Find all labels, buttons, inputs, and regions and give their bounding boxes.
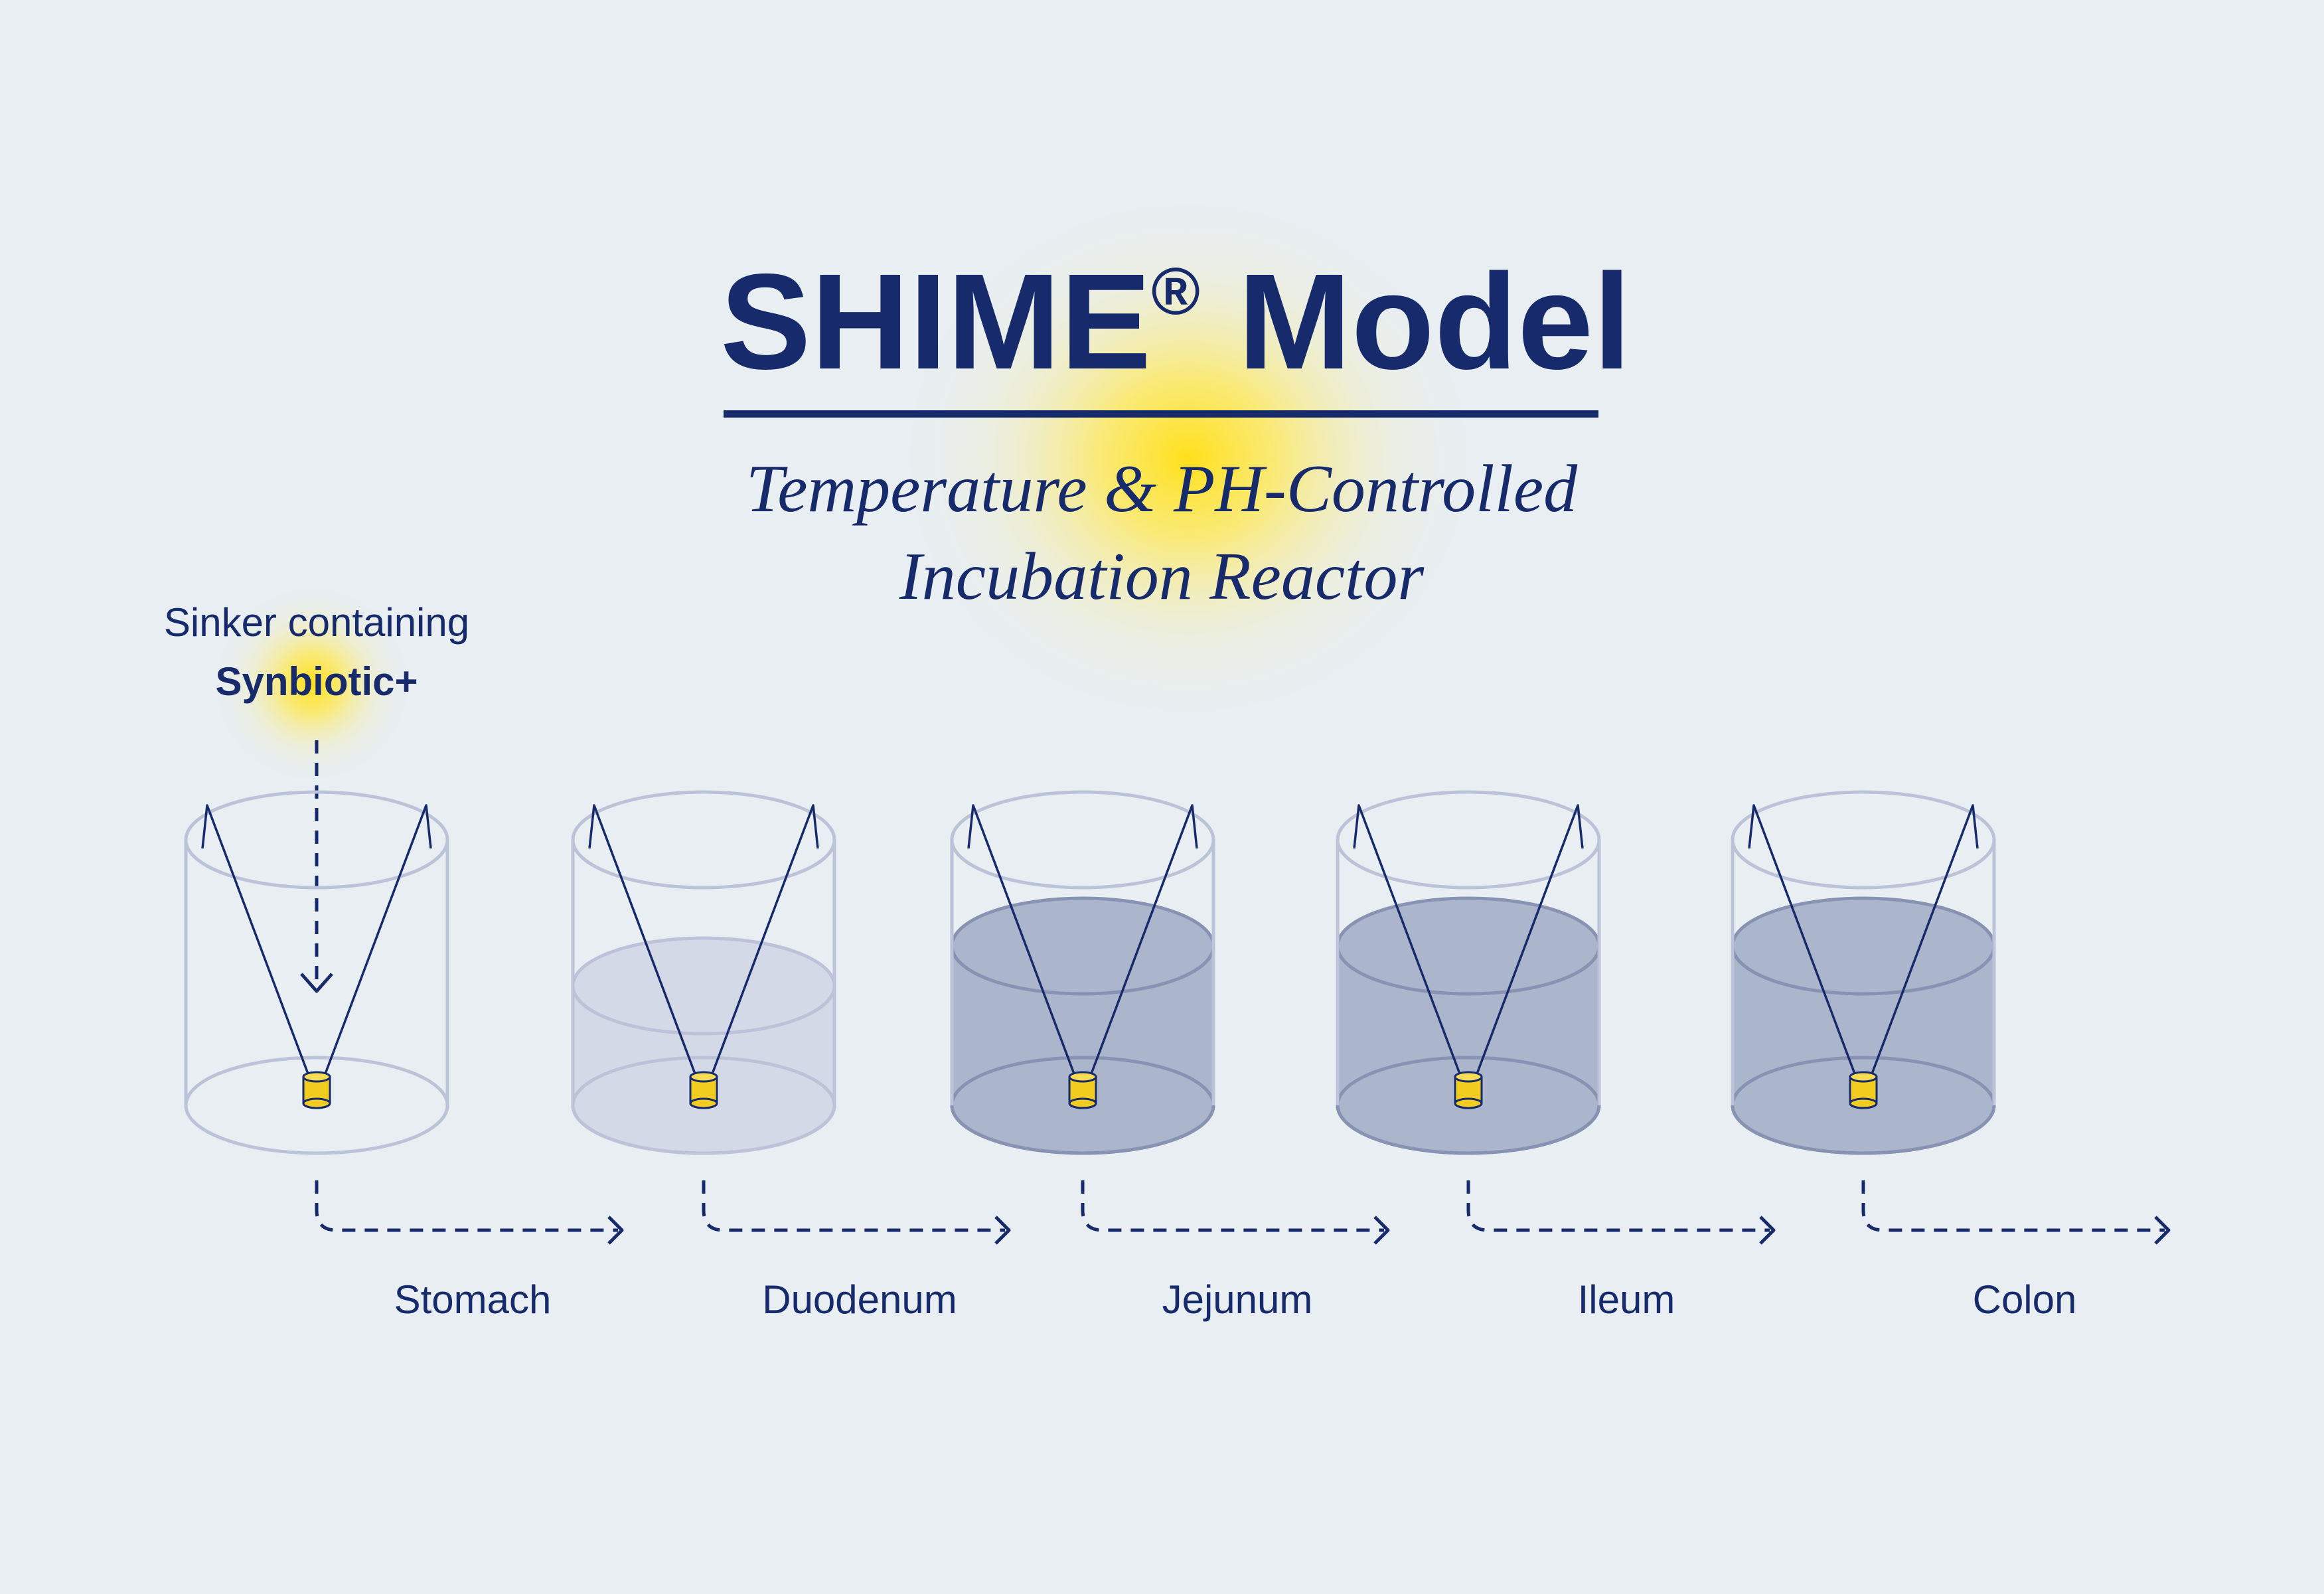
suspension-string-left bbox=[588, 804, 697, 1076]
suspension-string-right bbox=[710, 804, 819, 1076]
vessel-colon bbox=[1731, 790, 1996, 1155]
vessel-jejunum bbox=[950, 790, 1215, 1155]
title-suffix: Model bbox=[1200, 246, 1631, 398]
sinker-base bbox=[1068, 1097, 1097, 1109]
flow-arrow-stomach bbox=[315, 1180, 618, 1232]
sinker-top bbox=[302, 1071, 331, 1083]
sinker-glow bbox=[212, 584, 412, 783]
subtitle-line-1: Temperature & PH-Controlled bbox=[746, 451, 1578, 526]
flow-arrow-jejunum bbox=[1081, 1180, 1384, 1232]
vessel-stomach bbox=[184, 790, 449, 1155]
vessel-rim bbox=[950, 790, 1215, 890]
vessel-rim bbox=[571, 790, 836, 890]
stage-label-jejunum: Jejunum bbox=[1162, 1277, 1313, 1322]
title-registered-mark: ® bbox=[1151, 254, 1200, 329]
suspension-string-left bbox=[967, 804, 1076, 1076]
liquid-surface bbox=[571, 936, 836, 1036]
suspension-string-right bbox=[1870, 804, 1979, 1076]
flow-arrowhead bbox=[1759, 1216, 1776, 1245]
stage-label-stomach: Stomach bbox=[394, 1277, 552, 1322]
stage-label-colon: Colon bbox=[1973, 1277, 2077, 1322]
flow-arrowhead bbox=[607, 1216, 624, 1245]
sinker-top bbox=[1849, 1071, 1878, 1083]
vessel-rim bbox=[1336, 790, 1601, 890]
sinker-base bbox=[689, 1097, 718, 1109]
page-title: SHIME® Model bbox=[720, 246, 1631, 398]
flow-arrow-ileum bbox=[1466, 1180, 1770, 1232]
sinker-top bbox=[689, 1071, 718, 1083]
flow-arrowhead bbox=[994, 1216, 1011, 1245]
suspension-string-right bbox=[323, 804, 432, 1076]
vessel-row bbox=[184, 790, 1996, 1155]
sinker-top bbox=[1068, 1071, 1097, 1083]
suspension-string-right bbox=[1089, 804, 1198, 1076]
suspension-string-left bbox=[1748, 804, 1857, 1076]
vessel-duodenum bbox=[571, 790, 836, 1155]
sinker-base bbox=[302, 1097, 331, 1109]
title-underline bbox=[724, 410, 1598, 418]
vessel-ileum bbox=[1336, 790, 1601, 1155]
liquid-surface bbox=[1336, 896, 1601, 996]
vessel-rim bbox=[184, 790, 449, 890]
sinker-top bbox=[1454, 1071, 1483, 1083]
liquid-surface bbox=[1731, 896, 1996, 996]
flow-arrowhead bbox=[1373, 1216, 1390, 1245]
suspension-string-right bbox=[1475, 804, 1584, 1076]
flow-arrowhead bbox=[2154, 1216, 2171, 1245]
flow-arrow-colon bbox=[1861, 1180, 2165, 1232]
sinker-drop-arrowhead bbox=[300, 973, 333, 993]
subtitle-line-2: Incubation Reactor bbox=[899, 539, 1425, 614]
sinker-base bbox=[1849, 1097, 1878, 1109]
flow-arrows bbox=[315, 1180, 2171, 1245]
subtitle-glow bbox=[896, 193, 1480, 724]
suspension-string-left bbox=[201, 804, 310, 1076]
stage-label-ileum: Ileum bbox=[1578, 1277, 1675, 1322]
sinker-note-line-2: Synbiotic+ bbox=[215, 659, 418, 704]
sinker-note-line-1: Sinker containing bbox=[164, 600, 469, 645]
flow-arrow-duodenum bbox=[702, 1180, 1005, 1232]
title-main: SHIME bbox=[720, 246, 1151, 398]
stage-label-duodenum: Duodenum bbox=[762, 1277, 957, 1322]
suspension-string-left bbox=[1353, 804, 1462, 1076]
stage-labels: Stomach Duodenum Jejunum Ileum Colon bbox=[394, 1277, 2077, 1322]
vessel-rim bbox=[1731, 790, 1996, 890]
liquid-surface bbox=[950, 896, 1215, 996]
sinker-base bbox=[1454, 1097, 1483, 1109]
